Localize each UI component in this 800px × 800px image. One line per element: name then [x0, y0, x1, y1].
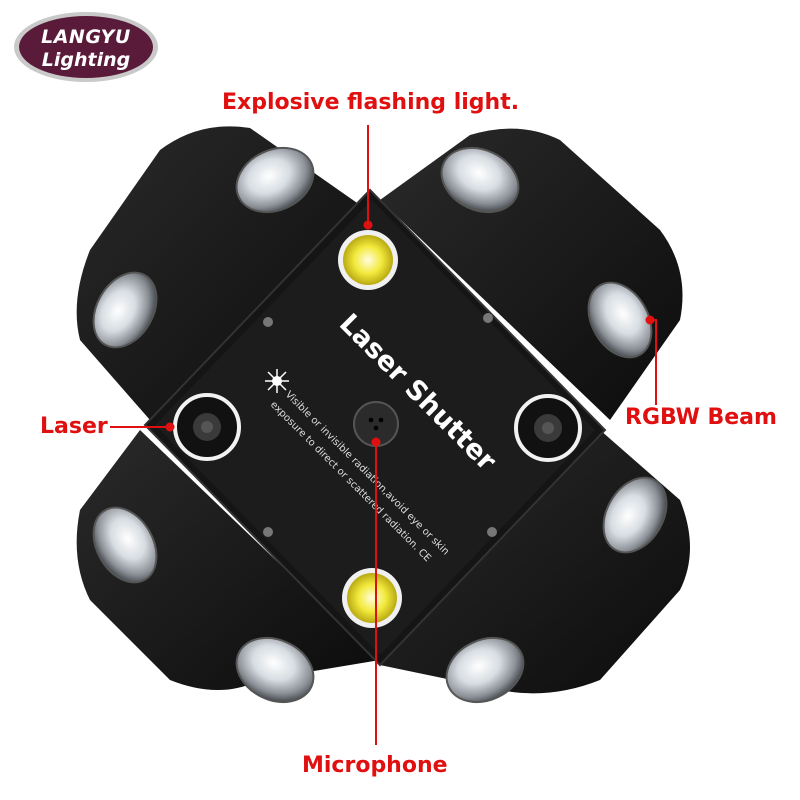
head-bottom-left [76, 430, 381, 690]
strobe-bottom [342, 568, 402, 628]
callout-rgbw-beam: RGBW Beam [625, 405, 777, 430]
laser-port-right [514, 394, 582, 462]
laser-warning-icon [265, 369, 289, 393]
logo-text-line2: Lighting [41, 49, 131, 71]
callout-microphone: Microphone [302, 753, 448, 778]
strobe-top [338, 230, 398, 290]
brand-logo: LANGYU Lighting [12, 10, 160, 84]
callout-lines [110, 125, 657, 745]
head-bottom-right [380, 430, 690, 694]
beam-lenses [92, 146, 668, 704]
callout-laser: Laser [40, 414, 108, 439]
laser-port-left [173, 393, 241, 461]
logo-text-line1: LANGYU [41, 26, 131, 48]
callout-explosive-flashing-light: Explosive flashing light. [222, 90, 520, 115]
